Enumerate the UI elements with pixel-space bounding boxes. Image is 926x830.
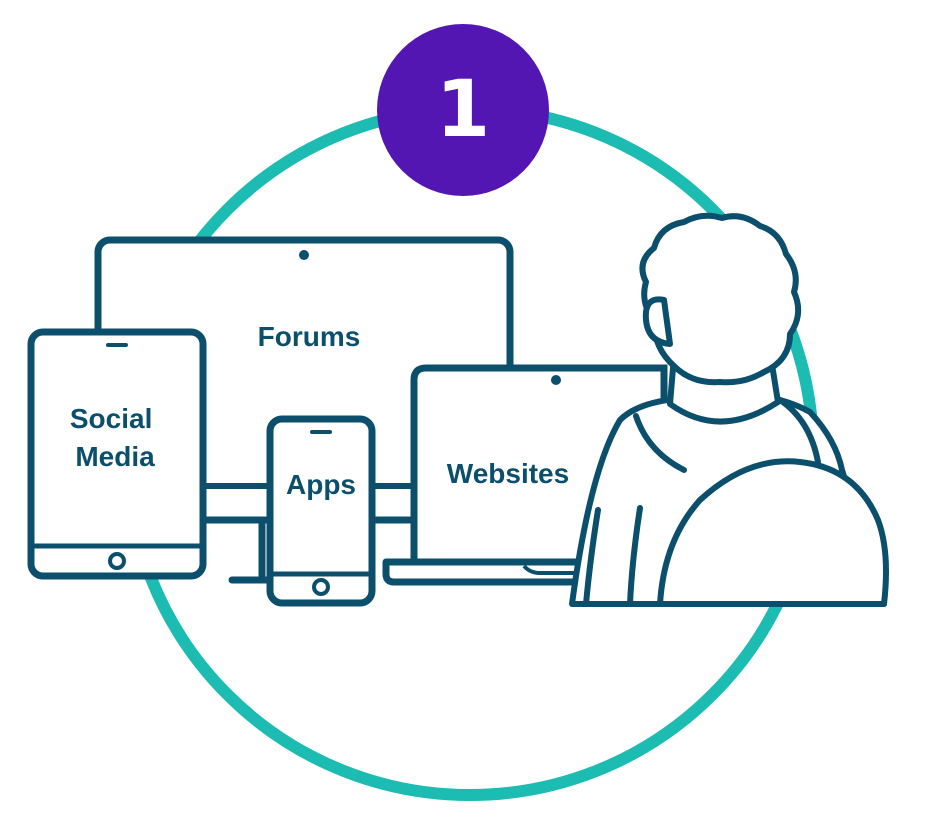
step-badge: 1 xyxy=(377,24,549,196)
tablet-home-button-icon xyxy=(108,552,126,570)
phone-label: Apps xyxy=(286,469,356,500)
phone-home-button-icon xyxy=(312,578,330,596)
smartphone: Apps xyxy=(266,415,376,607)
phone-body xyxy=(266,415,376,607)
laptop-label: Websites xyxy=(447,458,569,489)
tablet-label-line2: Media xyxy=(75,441,155,472)
tablet: Social Media xyxy=(27,328,207,580)
person-left-arm xyxy=(583,505,643,607)
tablet-label: Social Media xyxy=(70,403,160,472)
person-right-arm xyxy=(657,458,889,607)
laptop-camera-icon xyxy=(551,375,561,385)
monitor-camera-icon xyxy=(299,250,309,260)
person-figure xyxy=(569,212,889,607)
tablet-label-line1: Social xyxy=(70,403,152,434)
step-number: 1 xyxy=(436,65,490,155)
laptop-trackpad-notch xyxy=(522,564,600,575)
step-badge-circle xyxy=(377,24,549,196)
tablet-body xyxy=(27,328,207,580)
person-collar xyxy=(633,397,821,473)
person-ear xyxy=(642,296,673,347)
laptop-base xyxy=(382,558,604,586)
monitor-label: Forums xyxy=(258,321,361,352)
